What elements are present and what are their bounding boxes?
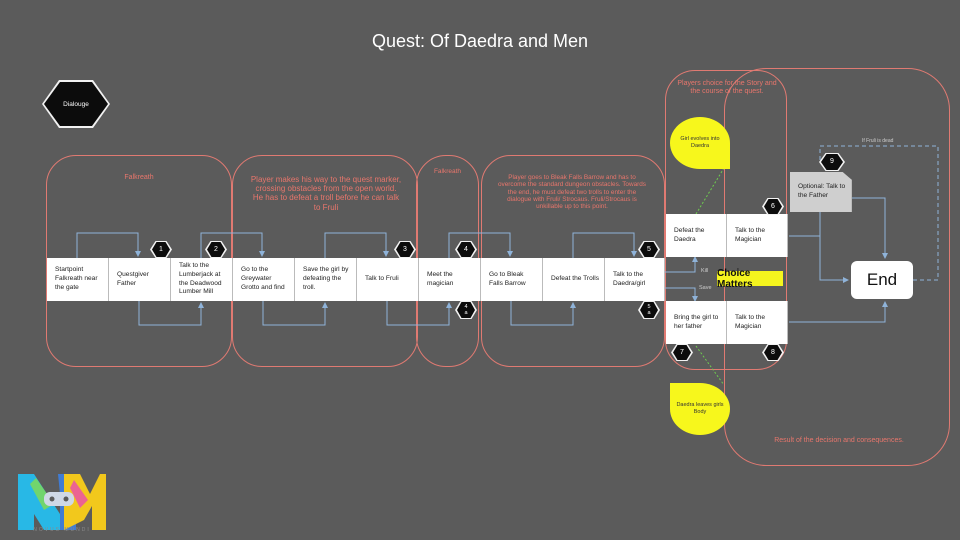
branch-talk-magician-bottom: Talk to the Magician: [727, 301, 788, 344]
choice-matters-label: Choice Matters: [717, 268, 783, 290]
branch-optional-father: Optional: Talk to the Father: [790, 172, 852, 212]
step-save-girl: Save the girl by defeating the troll.: [295, 258, 357, 301]
badge-9: 9: [821, 154, 843, 170]
connector-optional-to-end: [852, 197, 888, 259]
region-falkreath-2-label: Falkreath: [433, 168, 462, 175]
region-falkreath-1-label: Falkreath: [124, 174, 154, 181]
connector-9-10: [572, 232, 637, 258]
connector-1-2: [76, 232, 141, 258]
kill-label: Kill: [701, 268, 709, 274]
connector-if-dead: [819, 145, 939, 281]
badge-4: 4: [457, 242, 475, 257]
branch-bring-girl: Bring the girl to her father: [666, 301, 727, 344]
connector-5-6: [324, 232, 389, 258]
badge-1: 1: [152, 242, 170, 257]
region-result: [724, 68, 950, 466]
end-node: End: [851, 261, 913, 299]
connector-kill: [665, 256, 698, 273]
legend-dialogue-label: Dialouge: [63, 100, 89, 108]
step-talk-daedra: Talk to the Daedra/girl: [605, 258, 665, 301]
save-label: Save: [699, 285, 712, 291]
region-player-way-label: Player makes his way to the quest marker…: [250, 175, 402, 212]
badge-5a: 5 a: [640, 302, 658, 318]
connector-7-8: [448, 232, 513, 258]
step-lumberjack: Talk to the Lumberjack at the Deadwood L…: [171, 258, 233, 301]
teardrop-daedra-leaves: Daedra leaves girls Body: [670, 383, 730, 435]
teardrop-top-link: [695, 167, 725, 215]
connector-bottom-to-end: [789, 301, 888, 323]
badge-3: 3: [396, 242, 414, 257]
teardrop-girl-evolves: Girl evolves into Daedra: [670, 117, 730, 169]
region-bleak-falls-label: Player goes to Bleak Falls Barrow and ha…: [497, 174, 647, 211]
connector-save: [665, 287, 698, 302]
badge-6: 6: [764, 199, 782, 214]
connector-4-5: [262, 301, 328, 326]
badge-5: 5: [640, 242, 658, 257]
connector-8-9: [510, 301, 576, 326]
badge-8: 8: [764, 345, 782, 360]
connector-2-3: [138, 301, 204, 326]
step-startpoint: Startpoint Falkreath near the gate: [47, 258, 109, 301]
step-greywater: Go to the Greywater Grotto and find: [233, 258, 295, 301]
step-defeat-trolls: Defeat the Trolls: [543, 258, 605, 301]
step-bleak-falls: Go to Bleak Falls Barrow: [481, 258, 543, 301]
page-title: Quest: Of Daedra and Men: [371, 31, 589, 51]
step-questgiver: Questgiver Father: [109, 258, 171, 301]
step-meet-magician: Meet the magician: [419, 258, 481, 301]
logo-text: NOVUS MUNDI: [33, 527, 91, 533]
badge-4a: 4 a: [457, 302, 475, 318]
novus-mundi-logo: [18, 474, 106, 530]
if-fruli-dead-label: If Fruli is dead: [862, 138, 894, 144]
step-talk-fruli: Talk to Fruli: [357, 258, 419, 301]
teardrop-bottom-link: [695, 345, 725, 386]
connector-6-7: [386, 301, 452, 326]
badge-7: 7: [673, 345, 691, 360]
connector-top-to-end: [789, 235, 849, 283]
connector-3-4: [200, 232, 265, 258]
region-result-label: Result of the decision and consequences.: [774, 437, 904, 444]
branch-defeat-daedra: Defeat the Daedra: [666, 214, 727, 257]
branch-talk-magician-top: Talk to the Magician: [727, 214, 788, 257]
badge-2: 2: [207, 242, 225, 257]
